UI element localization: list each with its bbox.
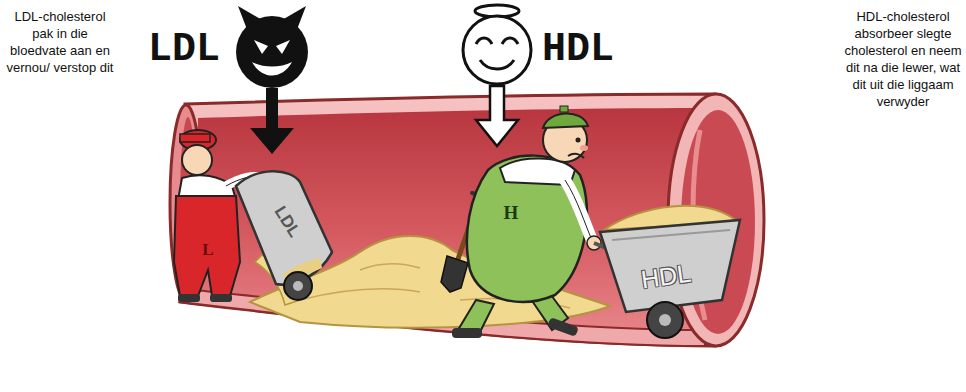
devil-icon bbox=[236, 6, 308, 154]
shirt-letter: H bbox=[500, 202, 522, 224]
artery bbox=[170, 94, 764, 346]
wheelbarrow-l bbox=[236, 171, 332, 300]
worker-h bbox=[452, 106, 601, 338]
note-text: LDL-cholesterol pak in die bloedvate aan… bbox=[4, 8, 116, 76]
note-text: HDL-cholesterol absorbeer slegte cholest… bbox=[844, 8, 962, 110]
big-label: LDL bbox=[148, 28, 238, 72]
wheelbarrow-h bbox=[594, 206, 740, 338]
shirt-letter: L bbox=[198, 240, 218, 260]
big-label: HDL bbox=[542, 28, 632, 72]
angel-icon bbox=[463, 5, 531, 146]
